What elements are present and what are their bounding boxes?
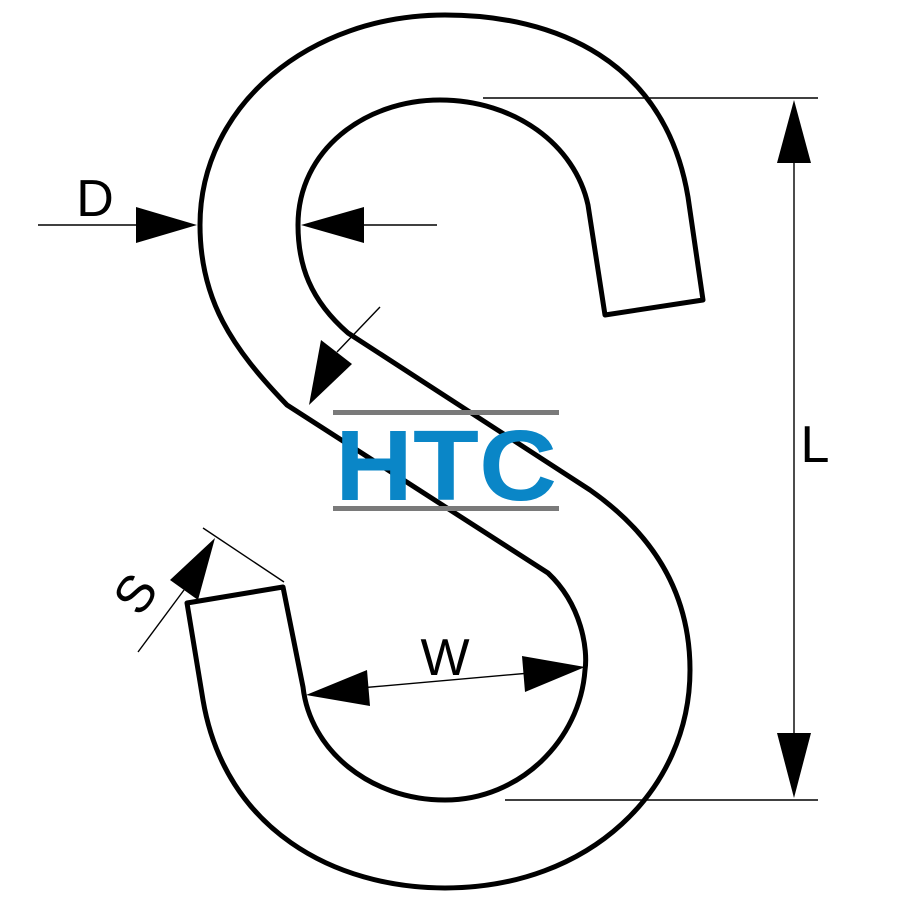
s-hook-outer-edge (184, 12, 706, 891)
logo-bottom-bar (333, 506, 559, 511)
dimension-l-top-arrow (777, 100, 811, 163)
dimension-w-line (359, 672, 531, 689)
s-hook (184, 12, 706, 891)
dimension-w-right-arrow (522, 656, 585, 692)
dimension-s-extension-line (202, 527, 285, 583)
dimension-l-bottom-arrow (777, 733, 811, 798)
dimension-d-label: D (76, 170, 114, 228)
dimension-l-label: L (801, 416, 830, 474)
dimension-s-arrow (170, 538, 215, 600)
dimension-d-left-arrow (136, 207, 197, 243)
dimension-s-line (137, 589, 185, 653)
dimension-w: W (306, 629, 585, 706)
dimension-d: D (38, 170, 437, 405)
dimension-d-diagonal-line (336, 306, 381, 353)
dimension-l: L (483, 97, 830, 801)
dimension-d-right-arrow (301, 207, 364, 243)
dimension-s-label: S (102, 563, 169, 625)
htc-logo: HTC (333, 410, 559, 522)
dimension-d-diagonal-arrow (309, 340, 352, 405)
logo-text: HTC (335, 410, 557, 522)
logo-top-bar (333, 410, 559, 415)
dimension-w-left-arrow (306, 670, 370, 706)
dimension-w-label: W (420, 629, 469, 687)
